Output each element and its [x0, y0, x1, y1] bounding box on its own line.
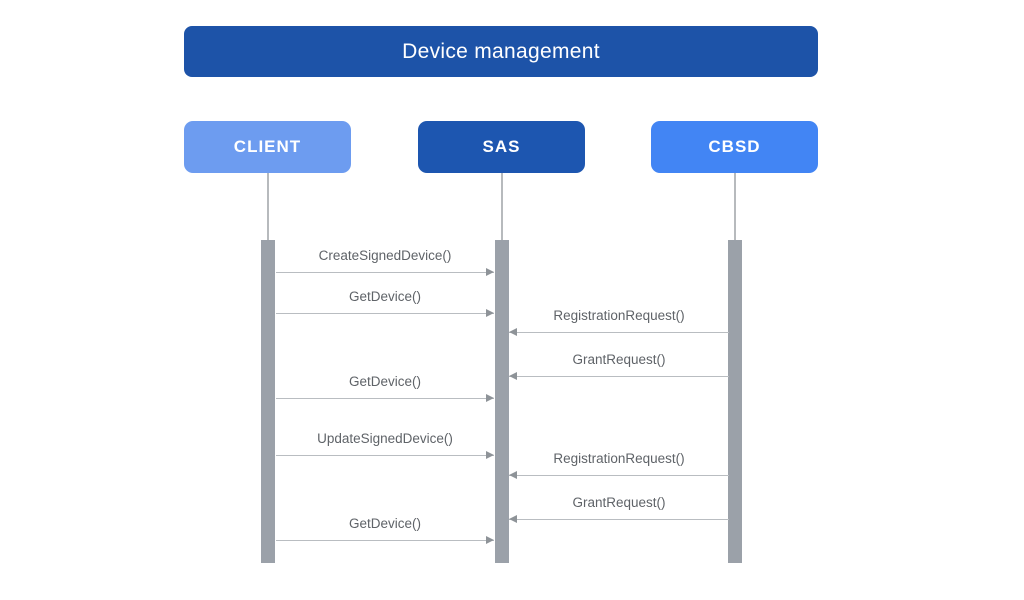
message-create-signed-device: CreateSignedDevice() [276, 247, 494, 277]
activation-bar-sas [495, 240, 509, 563]
message-label: GetDevice() [348, 374, 421, 389]
message-update-signed-device: UpdateSignedDevice() [276, 430, 494, 460]
message-registration-request-1: RegistrationRequest() [509, 307, 729, 337]
message-get-device-1: GetDevice() [276, 288, 494, 318]
message-arrow [509, 372, 729, 381]
activation-bar-cbsd [728, 240, 742, 563]
arrowhead-left-icon [509, 328, 517, 337]
message-arrow [276, 451, 494, 460]
message-label: GetDevice() [348, 289, 421, 304]
message-arrow [276, 394, 494, 403]
arrowhead-right-icon [486, 451, 494, 460]
message-arrow [509, 515, 729, 524]
message-label: GrantRequest() [572, 495, 666, 510]
arrowhead-right-icon [486, 394, 494, 403]
diagram-title: Device management [402, 39, 600, 63]
message-arrow [276, 309, 494, 318]
message-arrow [509, 471, 729, 480]
message-get-device-2: GetDevice() [276, 373, 494, 403]
message-label: CreateSignedDevice() [318, 248, 452, 263]
actor-cbsd: CBSD [651, 121, 818, 173]
lifeline-sas [501, 173, 503, 240]
actor-sas: SAS [418, 121, 585, 173]
arrowhead-right-icon [486, 309, 494, 318]
diagram-title-banner: Device management [184, 26, 818, 77]
actor-cbsd-label: CBSD [708, 137, 761, 156]
message-label: GrantRequest() [572, 352, 666, 367]
message-arrow [276, 536, 494, 545]
arrowhead-left-icon [509, 372, 517, 381]
arrowhead-right-icon [486, 268, 494, 277]
message-grant-request-1: GrantRequest() [509, 351, 729, 381]
message-label: GetDevice() [348, 516, 421, 531]
arrowhead-left-icon [509, 471, 517, 480]
message-arrow [276, 268, 494, 277]
message-label: RegistrationRequest() [553, 308, 685, 323]
arrowhead-left-icon [509, 515, 517, 524]
arrowhead-right-icon [486, 536, 494, 545]
activation-bar-client [261, 240, 275, 563]
message-grant-request-2: GrantRequest() [509, 494, 729, 524]
lifeline-cbsd [734, 173, 736, 240]
message-registration-request-2: RegistrationRequest() [509, 450, 729, 480]
message-arrow [509, 328, 729, 337]
message-label: RegistrationRequest() [553, 451, 685, 466]
actor-client: CLIENT [184, 121, 351, 173]
message-get-device-3: GetDevice() [276, 515, 494, 545]
actor-sas-label: SAS [482, 137, 521, 156]
lifeline-client [267, 173, 269, 240]
message-label: UpdateSignedDevice() [317, 431, 453, 446]
actor-client-label: CLIENT [233, 137, 302, 156]
